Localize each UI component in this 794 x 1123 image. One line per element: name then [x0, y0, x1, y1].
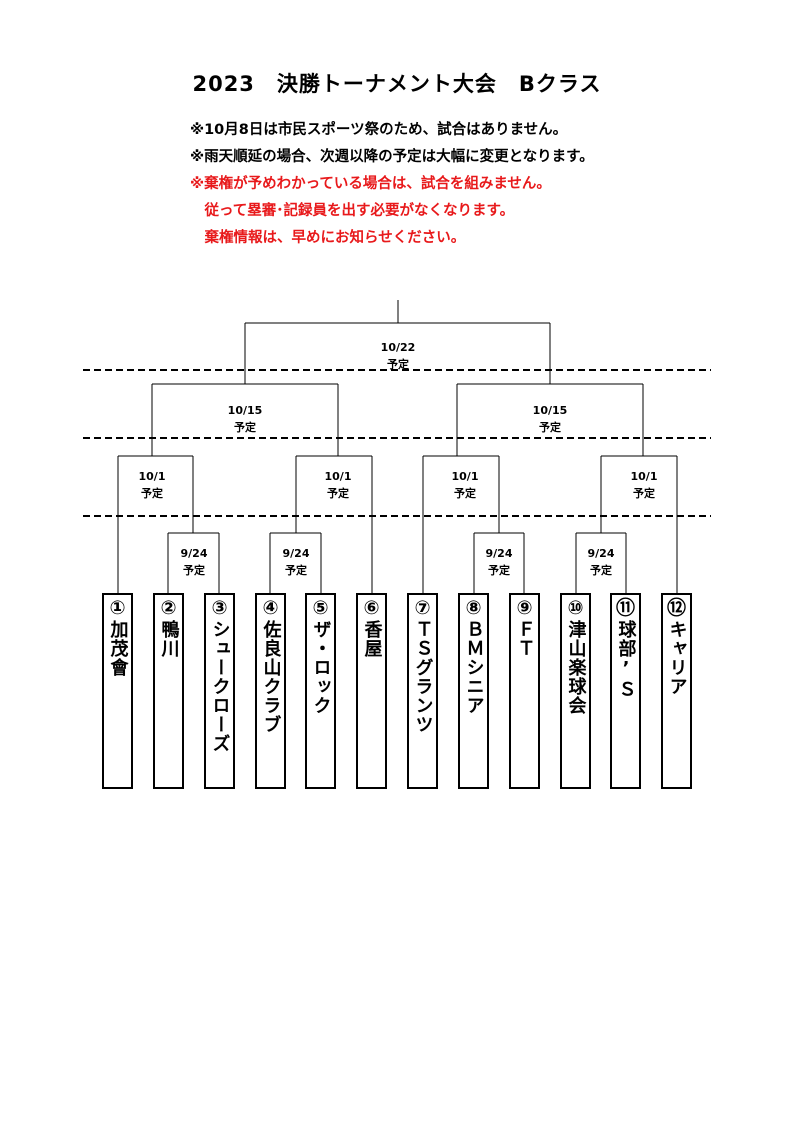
- team-name: 球部’Ｓ: [615, 620, 637, 699]
- team-name: キャリア: [666, 620, 688, 696]
- team-name: 加茂會: [107, 620, 129, 677]
- match-status: 予定: [488, 564, 510, 577]
- team-box: ⑤ ザ・ロック: [305, 593, 336, 789]
- team-box: ② 鴨川: [153, 593, 184, 789]
- match-label-semi-right: 10/15 予定: [520, 402, 580, 436]
- match-label-r1-4: 9/24 予定: [571, 545, 631, 579]
- team-name: 鴨川: [158, 620, 180, 658]
- match-date: 9/24: [180, 547, 208, 560]
- team-number: ⑤: [312, 597, 329, 619]
- team-box: ⑫ キャリア: [661, 593, 692, 789]
- team-box: ⑦ ＴＳグランツ: [407, 593, 438, 789]
- bracket-qf4: [600, 455, 678, 593]
- note-rain-delay: ※雨天順延の場合、次週以降の予定は大幅に変更となります。: [190, 149, 594, 165]
- match-status: 予定: [387, 358, 409, 371]
- team-box: ⑨ ＦＴ: [509, 593, 540, 789]
- team-number: ⑪: [615, 597, 635, 619]
- match-status: 予定: [454, 487, 476, 500]
- team-number: ⑨: [516, 597, 533, 619]
- match-date: 10/22: [380, 341, 416, 354]
- team-name: シュークローズ: [209, 620, 231, 753]
- bracket-semi-right: [456, 383, 644, 456]
- team-number: ⑩: [567, 597, 584, 619]
- match-date: 9/24: [587, 547, 615, 560]
- match-label-r1-2: 9/24 予定: [266, 545, 326, 579]
- team-box: ⑥ 香屋: [356, 593, 387, 789]
- team-box: ⑪ 球部’Ｓ: [610, 593, 641, 789]
- bracket-qf3: [422, 455, 500, 593]
- match-label-qf4: 10/1 予定: [614, 468, 674, 502]
- match-label-qf3: 10/1 予定: [435, 468, 495, 502]
- team-box: ③ シュークローズ: [204, 593, 235, 789]
- match-status: 予定: [327, 487, 349, 500]
- match-date: 9/24: [485, 547, 513, 560]
- team-box: ⑧ ＢＭシニア: [458, 593, 489, 789]
- team-box: ④ 佐良山クラブ: [255, 593, 286, 789]
- team-box: ① 加茂會: [102, 593, 133, 789]
- bracket-qf2: [295, 455, 373, 593]
- match-label-r1-1: 9/24 予定: [164, 545, 224, 579]
- match-label-final: 10/22 予定: [368, 339, 428, 373]
- match-status: 予定: [285, 564, 307, 577]
- note-forfeit-info: 棄権情報は、早めにお知らせください。: [190, 230, 466, 246]
- match-status: 予定: [539, 421, 561, 434]
- team-name: ＢＭシニア: [463, 620, 485, 715]
- note-no-game: ※10月8日は市民スポーツ祭のため、試合はありません。: [190, 122, 568, 138]
- match-label-r1-3: 9/24 予定: [469, 545, 529, 579]
- team-number: ③: [211, 597, 228, 619]
- bracket-r1-2: [269, 532, 322, 593]
- match-status: 予定: [141, 487, 163, 500]
- match-status: 予定: [183, 564, 205, 577]
- team-name: 津山楽球会: [565, 620, 587, 715]
- match-label-qf1: 10/1 予定: [122, 468, 182, 502]
- note-forfeit: ※棄権が予めわかっている場合は、試合を組みません。: [190, 176, 551, 192]
- match-date: 10/1: [630, 470, 658, 483]
- match-date: 10/1: [451, 470, 479, 483]
- team-number: ②: [160, 597, 177, 619]
- team-number: ⑧: [465, 597, 482, 619]
- match-date: 10/1: [138, 470, 166, 483]
- team-number: ⑫: [666, 597, 686, 619]
- match-label-semi-left: 10/15 予定: [215, 402, 275, 436]
- match-date: 10/15: [227, 404, 263, 417]
- bracket-semi-left: [151, 383, 339, 456]
- match-label-qf2: 10/1 予定: [308, 468, 368, 502]
- team-name: 佐良山クラブ: [260, 620, 282, 734]
- page-title: 2023 決勝トーナメント大会 Bクラス: [192, 72, 602, 96]
- team-name: ザ・ロック: [310, 620, 332, 715]
- bracket-qf1: [117, 455, 194, 593]
- match-status: 予定: [234, 421, 256, 434]
- match-status: 予定: [633, 487, 655, 500]
- team-box: ⑩ 津山楽球会: [560, 593, 591, 789]
- bracket-final: [244, 300, 551, 384]
- match-date: 10/1: [324, 470, 352, 483]
- team-number: ⑦: [414, 597, 431, 619]
- bracket-r1-3: [473, 532, 525, 593]
- team-number: ⑥: [363, 597, 380, 619]
- team-name: ＴＳグランツ: [412, 620, 434, 734]
- note-umpire: 従って塁審･記録員を出す必要がなくなります。: [190, 203, 515, 219]
- bracket-r1-1: [167, 532, 220, 593]
- team-number: ①: [109, 597, 126, 619]
- team-name: 香屋: [361, 620, 383, 658]
- match-date: 10/15: [532, 404, 568, 417]
- match-status: 予定: [590, 564, 612, 577]
- team-name: ＦＴ: [514, 620, 536, 658]
- match-date: 9/24: [282, 547, 310, 560]
- team-number: ④: [262, 597, 279, 619]
- bracket-r1-4: [575, 532, 627, 593]
